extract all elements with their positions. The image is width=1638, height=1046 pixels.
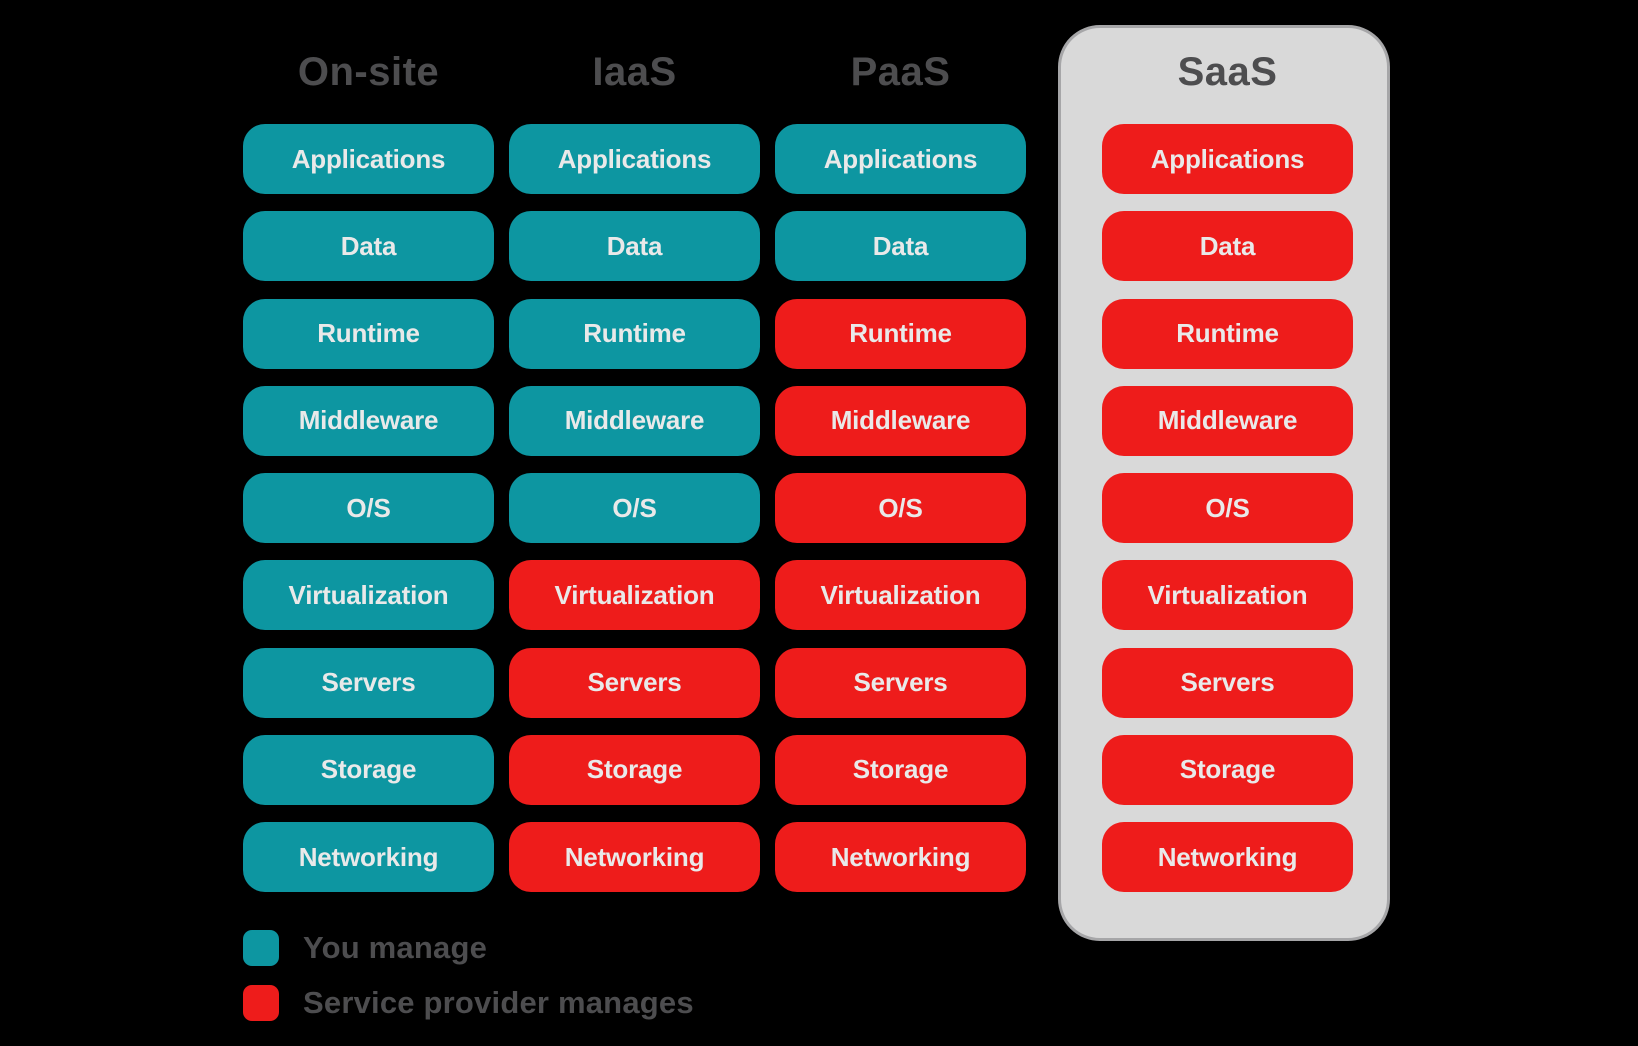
layer-pill: O/S: [509, 473, 760, 543]
layer-pill: O/S: [1102, 473, 1353, 543]
layer-pill: Servers: [243, 647, 494, 718]
layer-pill: Virtualization: [775, 560, 1026, 631]
legend-label: Service provider manages: [303, 985, 694, 1020]
legend-item-you-manage: You manage: [243, 930, 487, 966]
layer-pill: Applications: [243, 124, 494, 194]
layer-pill: Middleware: [775, 385, 1026, 456]
layer-pill: Networking: [1102, 822, 1353, 892]
layer-pill: Virtualization: [1102, 560, 1353, 631]
layer-pill: Runtime: [243, 298, 494, 369]
legend-item-provider-manages: Service provider manages: [243, 985, 694, 1021]
layer-pill: Runtime: [1102, 298, 1353, 369]
layer-pill: Servers: [509, 647, 760, 718]
layer-pill: Virtualization: [509, 560, 760, 631]
column-header-saas: SaaS: [1177, 50, 1278, 94]
layer-pill: O/S: [775, 473, 1026, 543]
layer-pill: Applications: [1102, 124, 1353, 194]
column-header-iaas: IaaS: [592, 50, 677, 94]
layer-pill: Data: [775, 211, 1026, 282]
layer-pill: Runtime: [509, 298, 760, 369]
layer-pill: O/S: [243, 473, 494, 543]
you-manage-swatch: [243, 930, 279, 966]
layer-pill: Servers: [775, 647, 1026, 718]
layer-pill: Middleware: [1102, 385, 1353, 456]
provider-manages-swatch: [243, 985, 279, 1021]
column-header-paas: PaaS: [850, 50, 951, 94]
layer-pill: Virtualization: [243, 560, 494, 631]
layer-pill: Applications: [509, 124, 760, 194]
layer-pill: Data: [509, 211, 760, 282]
layer-pill: Data: [243, 211, 494, 282]
layer-pill: Runtime: [775, 298, 1026, 369]
legend-label: You manage: [303, 930, 488, 965]
layer-pill: Networking: [243, 822, 494, 892]
column-header-on-site: On-site: [297, 50, 440, 94]
layer-pill: Networking: [775, 822, 1026, 892]
layer-pill: Storage: [775, 734, 1026, 805]
layer-pill: Storage: [1102, 734, 1353, 805]
layer-pill: Data: [1102, 211, 1353, 282]
layer-pill: Middleware: [243, 385, 494, 456]
layer-pill: Networking: [509, 822, 760, 892]
layer-pill: Middleware: [509, 385, 760, 456]
layer-pill: Storage: [509, 734, 760, 805]
layer-pill: Storage: [243, 734, 494, 805]
layer-pill: Servers: [1102, 647, 1353, 718]
layer-pill: Applications: [775, 124, 1026, 194]
